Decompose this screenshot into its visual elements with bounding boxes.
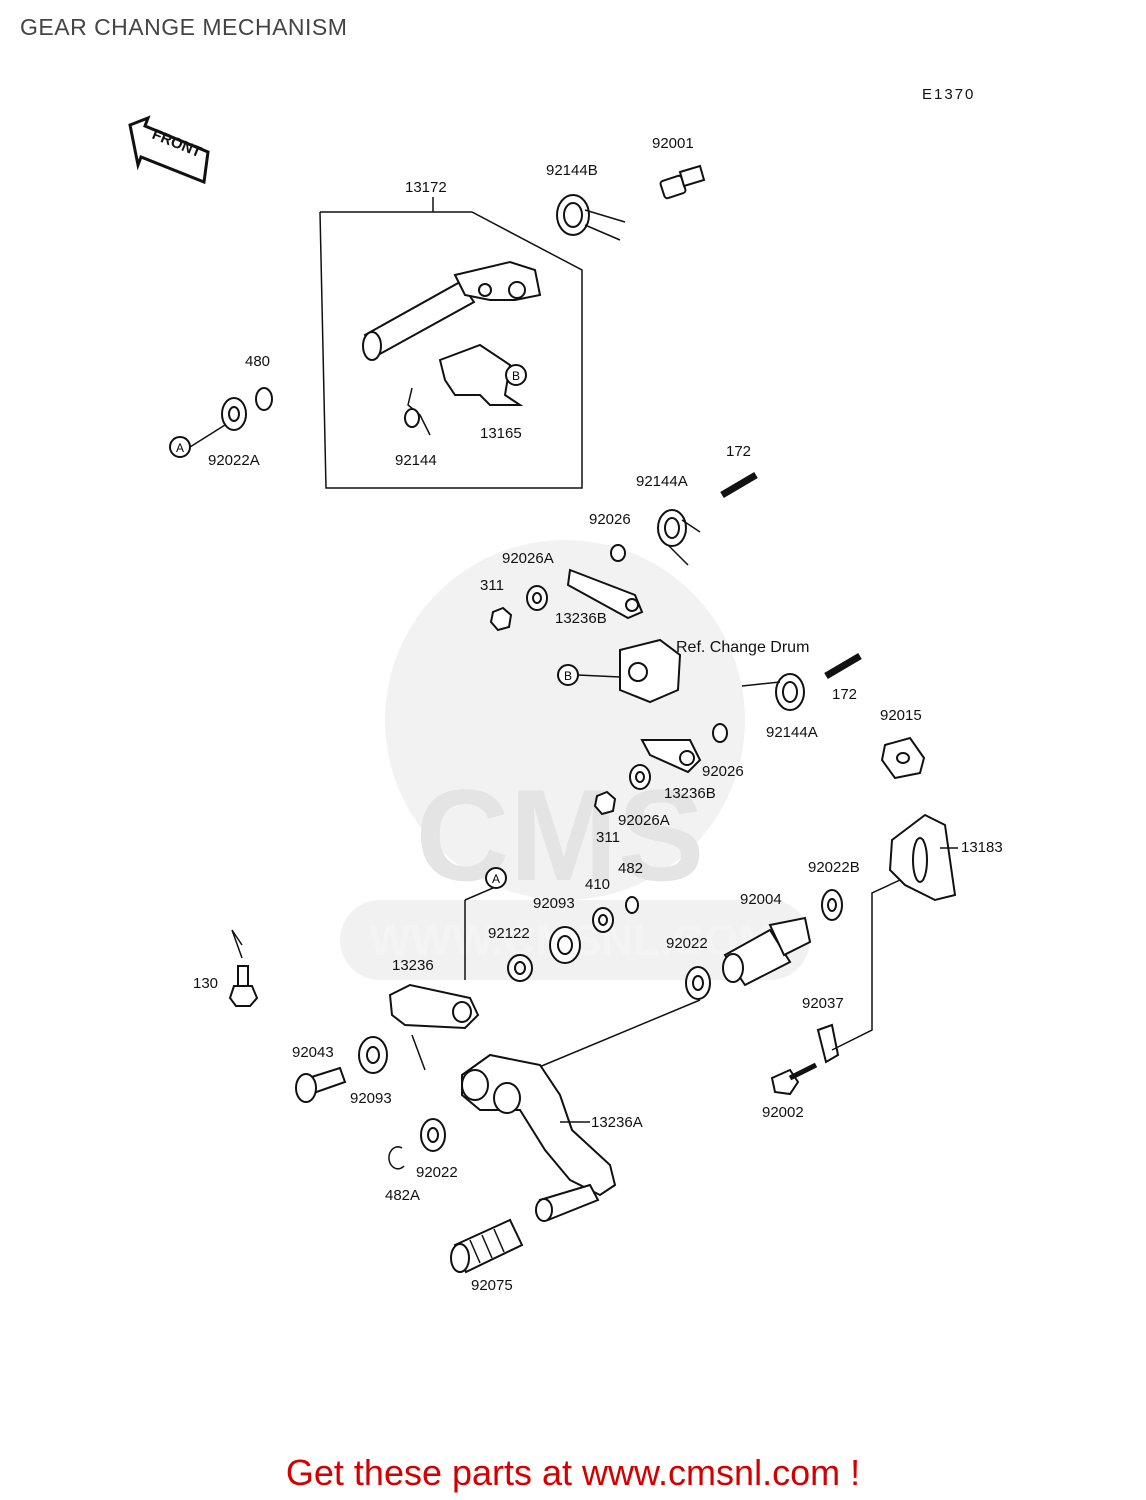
callout-a-lower-text: A	[492, 872, 500, 886]
part-172-pin-upper[interactable]: 172	[720, 443, 758, 499]
part-92026A-washer-upper[interactable]: 92026A	[502, 550, 554, 611]
diagram-code: E1370	[922, 86, 975, 103]
part-482A-circlip[interactable]: 482A	[385, 1146, 420, 1204]
part-92022-washer-mid[interactable]: 92022	[666, 935, 711, 1000]
label-92004: 92004	[740, 891, 782, 908]
label-482A: 482A	[385, 1187, 420, 1204]
callout-a-left: A	[169, 436, 191, 458]
page-title: GEAR CHANGE MECHANISM	[20, 14, 348, 40]
label-92026-lower: 92026	[702, 763, 744, 780]
part-13236-lever[interactable]: 13236	[388, 957, 480, 1071]
part-92022A-washer[interactable]: 92022A	[189, 397, 260, 469]
part-92144A-spring-upper[interactable]: 92144A	[636, 473, 701, 566]
label-92093-upper: 92093	[533, 895, 575, 912]
part-ref-change-drum[interactable]: B Ref. Change Drum	[557, 638, 809, 704]
part-13236A-pedal[interactable]: 13236A	[461, 999, 701, 1222]
part-92022-washer-lower[interactable]: 92022	[416, 1118, 458, 1181]
part-92144B-spring[interactable]: 92144B	[546, 162, 626, 241]
part-13165-plate[interactable]: B 13165	[438, 343, 527, 442]
label-410: 410	[585, 876, 610, 893]
part-92075-footpeg-rubber[interactable]: 92075	[450, 1218, 524, 1294]
label-92022-lower: 92022	[416, 1164, 458, 1181]
part-92144-spring[interactable]: 92144	[395, 387, 437, 469]
label-480: 480	[245, 353, 270, 370]
part-92037-bracket[interactable]: 92037	[802, 879, 901, 1064]
part-92093-bearing-lower[interactable]: 92093	[350, 1036, 392, 1107]
part-92026-washer-lower[interactable]: 92026	[702, 723, 744, 780]
label-13236B-lower: 13236B	[664, 785, 716, 802]
part-482-circlip[interactable]: 482	[618, 860, 643, 914]
front-arrow-icon: FRONT	[128, 115, 210, 185]
part-92026-washer-upper[interactable]: 92026	[589, 511, 631, 562]
label-92022B: 92022B	[808, 859, 860, 876]
watermark-text: CMS	[416, 762, 705, 908]
part-13172-assembly[interactable]: 13172	[319, 179, 583, 489]
label-13183: 13183	[961, 839, 1003, 856]
label-92015: 92015	[880, 707, 922, 724]
part-410-washer[interactable]: 410	[585, 876, 614, 933]
part-13236B-arm-upper[interactable]: 13236B	[555, 568, 644, 627]
label-13236: 13236	[392, 957, 434, 974]
label-92093-lower: 92093	[350, 1090, 392, 1107]
label-92001: 92001	[652, 135, 694, 152]
label-92026A-lower: 92026A	[618, 812, 670, 829]
callout-b-drum: B	[564, 669, 572, 683]
part-92026A-washer-lower[interactable]: 92026A	[618, 764, 670, 829]
part-92015-nut[interactable]: 92015	[880, 707, 926, 780]
label-482: 482	[618, 860, 643, 877]
part-172-pin-lower[interactable]: 172	[824, 652, 862, 703]
label-13165: 13165	[480, 425, 522, 442]
callout-a-lower: A	[464, 867, 507, 980]
part-92001-bolt[interactable]: 92001	[652, 135, 706, 200]
label-13236A: 13236A	[591, 1114, 643, 1131]
label-92037: 92037	[802, 995, 844, 1012]
label-92002: 92002	[762, 1104, 804, 1121]
callout-a-left-text: A	[176, 441, 184, 455]
label-13236B-upper: 13236B	[555, 610, 607, 627]
label-92043: 92043	[292, 1044, 334, 1061]
part-311-nut-upper[interactable]: 311	[480, 577, 513, 632]
label-92144A-upper: 92144A	[636, 473, 688, 490]
part-92093-bearing-upper[interactable]: 92093	[533, 895, 581, 964]
label-92022A: 92022A	[208, 452, 260, 469]
part-311-nut-lower[interactable]: 311	[593, 790, 620, 846]
label-311-lower: 311	[596, 829, 620, 846]
label-92026-upper: 92026	[589, 511, 631, 528]
label-172-upper: 172	[726, 443, 751, 460]
part-92002-bolt[interactable]: 92002	[762, 1062, 818, 1121]
footer-link[interactable]: Get these parts at www.cmsnl.com !	[0, 1452, 1146, 1494]
part-92144A-spring-lower[interactable]: 92144A	[741, 673, 818, 741]
footer-link-text[interactable]: Get these parts at www.cmsnl.com !	[285, 1452, 861, 1493]
label-172-lower: 172	[832, 686, 857, 703]
part-13183-plate[interactable]: 13183	[888, 813, 1003, 902]
label-130: 130	[193, 975, 218, 992]
label-13172: 13172	[405, 179, 447, 196]
label-92144A-lower: 92144A	[766, 724, 818, 741]
part-13236B-arm-lower[interactable]: 13236B	[640, 739, 716, 802]
part-92122-bushing[interactable]: 92122	[488, 925, 533, 982]
label-92075: 92075	[471, 1277, 513, 1294]
part-130-bolt[interactable]: 130	[193, 929, 259, 1007]
watermark: CMS WWW.CMSNL.COM	[340, 540, 810, 980]
label-92122: 92122	[488, 925, 530, 942]
part-92004-shaft[interactable]: 92004	[722, 891, 812, 987]
label-ref-change-drum: Ref. Change Drum	[676, 639, 809, 656]
part-92043-pin[interactable]: 92043	[292, 1044, 347, 1103]
label-92144: 92144	[395, 452, 437, 469]
part-92022B-washer[interactable]: 92022B	[808, 859, 860, 921]
label-92144B: 92144B	[546, 162, 598, 179]
label-92022-mid: 92022	[666, 935, 708, 952]
label-92026A-upper: 92026A	[502, 550, 554, 567]
part-480-circlip[interactable]: 480	[245, 353, 273, 411]
callout-b-top: B	[512, 369, 520, 383]
label-311-upper: 311	[480, 577, 504, 594]
